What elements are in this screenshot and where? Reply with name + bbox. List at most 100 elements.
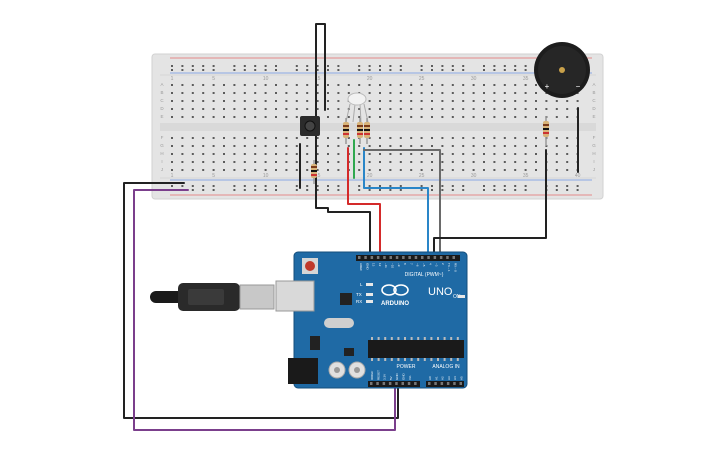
breadboard-hole[interactable]	[212, 69, 215, 71]
breadboard-hole[interactable]	[243, 189, 246, 191]
breadboard-hole[interactable]	[503, 69, 506, 71]
breadboard-hole[interactable]	[493, 84, 496, 86]
breadboard-hole[interactable]	[431, 108, 433, 110]
digital-pin-socket[interactable]	[427, 256, 430, 259]
breadboard-hole[interactable]	[327, 100, 329, 102]
digital-pin-socket[interactable]	[439, 256, 443, 259]
breadboard-hole[interactable]	[379, 92, 381, 94]
breadboard-hole[interactable]	[295, 108, 298, 110]
power-pin-socket[interactable]	[376, 382, 379, 385]
breadboard-hole[interactable]	[243, 92, 246, 94]
breadboard-hole[interactable]	[389, 100, 392, 102]
breadboard-hole[interactable]	[264, 153, 267, 155]
breadboard-hole[interactable]	[420, 169, 423, 171]
breadboard-hole[interactable]	[493, 185, 496, 187]
breadboard-hole[interactable]	[285, 137, 288, 139]
breadboard-hole[interactable]	[254, 145, 257, 147]
breadboard-hole[interactable]	[243, 69, 246, 71]
breadboard-hole[interactable]	[233, 100, 236, 102]
breadboard-hole[interactable]	[524, 100, 527, 102]
breadboard-hole[interactable]	[264, 189, 267, 191]
breadboard-hole[interactable]	[243, 161, 246, 163]
breadboard-hole[interactable]	[181, 65, 184, 67]
breadboard-hole[interactable]	[389, 108, 392, 110]
breadboard-hole[interactable]	[514, 116, 517, 118]
breadboard-hole[interactable]	[483, 92, 485, 94]
breadboard-hole[interactable]	[337, 153, 340, 155]
breadboard-hole[interactable]	[358, 169, 361, 171]
breadboard-hole[interactable]	[420, 161, 423, 163]
breadboard-hole[interactable]	[264, 145, 267, 147]
digital-pin-socket[interactable]	[364, 256, 367, 259]
breadboard-hole[interactable]	[275, 185, 277, 187]
power-pin-socket[interactable]	[370, 382, 373, 385]
breadboard-hole[interactable]	[181, 84, 184, 86]
breadboard-hole[interactable]	[254, 84, 257, 86]
breadboard-hole[interactable]	[379, 84, 381, 86]
breadboard-hole[interactable]	[493, 169, 496, 171]
breadboard-hole[interactable]	[410, 137, 413, 139]
breadboard-hole[interactable]	[431, 161, 433, 163]
breadboard-hole[interactable]	[576, 185, 579, 187]
breadboard-hole[interactable]	[472, 116, 475, 118]
breadboard-hole[interactable]	[171, 137, 173, 139]
breadboard-hole[interactable]	[389, 84, 392, 86]
breadboard-hole[interactable]	[327, 153, 329, 155]
breadboard-hole[interactable]	[493, 161, 496, 163]
breadboard-hole[interactable]	[472, 161, 475, 163]
breadboard-hole[interactable]	[379, 69, 381, 71]
breadboard-hole[interactable]	[535, 137, 537, 139]
breadboard-hole[interactable]	[316, 69, 319, 71]
breadboard-hole[interactable]	[503, 189, 506, 191]
breadboard-hole[interactable]	[191, 116, 194, 118]
breadboard-hole[interactable]	[254, 108, 257, 110]
breadboard-hole[interactable]	[431, 84, 433, 86]
breadboard-hole[interactable]	[254, 92, 257, 94]
breadboard-hole[interactable]	[379, 108, 381, 110]
resistor-led-3[interactable]	[364, 118, 370, 144]
breadboard-hole[interactable]	[399, 100, 402, 102]
breadboard-hole[interactable]	[389, 153, 392, 155]
power-pin-socket[interactable]	[382, 382, 386, 385]
breadboard-hole[interactable]	[254, 69, 257, 71]
breadboard-hole[interactable]	[171, 116, 173, 118]
analog-pin-socket[interactable]	[453, 382, 456, 385]
breadboard-hole[interactable]	[462, 169, 465, 171]
breadboard-hole[interactable]	[514, 145, 517, 147]
breadboard-hole[interactable]	[399, 108, 402, 110]
breadboard-hole[interactable]	[493, 153, 496, 155]
breadboard-hole[interactable]	[399, 116, 402, 118]
breadboard-hole[interactable]	[223, 84, 225, 86]
breadboard-hole[interactable]	[202, 185, 205, 187]
piezo-buzzer[interactable]: + −	[534, 42, 590, 98]
breadboard-hole[interactable]	[514, 153, 517, 155]
wire-blue-led[interactable]	[363, 147, 429, 257]
breadboard-hole[interactable]	[212, 100, 215, 102]
breadboard-hole[interactable]	[306, 69, 309, 71]
breadboard-hole[interactable]	[212, 65, 215, 67]
breadboard-hole[interactable]	[181, 116, 184, 118]
breadboard-hole[interactable]	[264, 92, 267, 94]
breadboard-hole[interactable]	[431, 116, 433, 118]
breadboard-hole[interactable]	[264, 65, 267, 67]
breadboard-hole[interactable]	[545, 100, 548, 102]
breadboard-hole[interactable]	[441, 137, 444, 139]
breadboard-hole[interactable]	[358, 84, 361, 86]
breadboard-hole[interactable]	[316, 92, 319, 94]
breadboard-hole[interactable]	[399, 84, 402, 86]
breadboard-hole[interactable]	[514, 69, 517, 71]
breadboard-hole[interactable]	[483, 100, 485, 102]
breadboard-hole[interactable]	[316, 137, 319, 139]
breadboard-hole[interactable]	[233, 137, 236, 139]
breadboard-hole[interactable]	[285, 161, 288, 163]
breadboard-hole[interactable]	[327, 108, 329, 110]
breadboard-hole[interactable]	[472, 84, 475, 86]
breadboard-hole[interactable]	[514, 84, 517, 86]
breadboard-hole[interactable]	[566, 185, 569, 187]
wire-black-gnd[interactable]	[123, 182, 399, 419]
breadboard-hole[interactable]	[524, 65, 527, 67]
breadboard-hole[interactable]	[358, 161, 361, 163]
breadboard-hole[interactable]	[368, 153, 371, 155]
breadboard-hole[interactable]	[410, 108, 413, 110]
breadboard-hole[interactable]	[483, 145, 485, 147]
